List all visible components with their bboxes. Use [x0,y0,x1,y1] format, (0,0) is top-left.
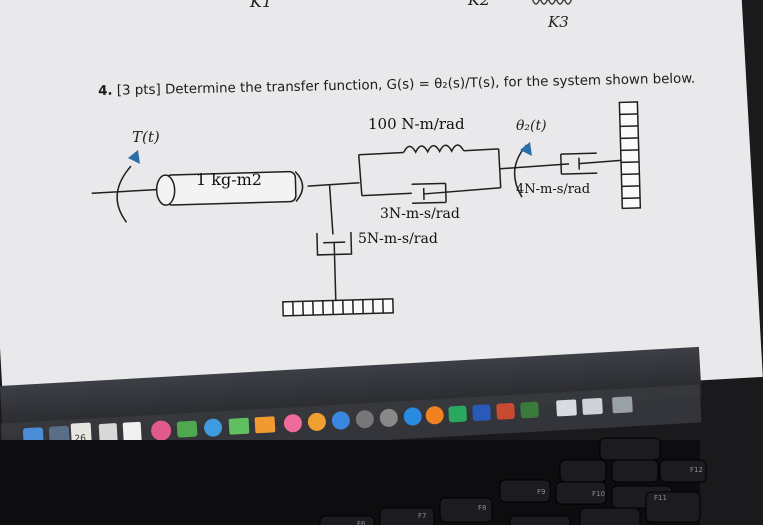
time-machine-icon [379,408,398,427]
f12-label: F12 [690,466,703,474]
key-escape [599,437,661,461]
parallel-damper-label: 3N-m-s/rad [380,206,460,222]
f8-label: F8 [478,504,486,512]
ground-block [282,298,394,317]
key-plus [645,491,701,523]
f6-label: F6 [357,520,366,525]
output-shaft [500,163,570,170]
itunes-icon [283,414,302,433]
f10-label: F10 [592,490,605,498]
excel-icon [520,401,539,419]
ground-damper-label: 5N-m-s/rad [358,231,438,247]
k1-label: K1 [250,0,273,11]
torque-label: T(t) [132,128,160,146]
ground-damper-rod [333,242,337,301]
key-minus [579,507,641,525]
keynote-icon [254,416,276,434]
previous-problem-fragment: K1 [250,0,272,11]
facetime-icon [204,418,223,437]
trash-icon [612,396,633,414]
firefox-icon [425,406,444,425]
safari-icon [403,407,422,426]
numbers-icon [228,417,250,435]
calendar-day: 26 [74,434,86,445]
key-f10 [555,481,607,505]
spotify-icon [448,405,467,423]
spring-right-lead [463,148,499,152]
previous-problem-fragment-2: K2 [468,0,490,9]
angle-arrow-head [520,142,532,156]
f7-label: F7 [418,512,426,520]
key-zero [509,515,571,525]
torque-arrow-arc [116,165,132,223]
folder-icon [556,399,577,417]
key-f11-top [611,459,659,483]
input-shaft [91,188,166,194]
angle-label: θ₂(t) [516,118,547,134]
parallel-right-bar [497,148,502,188]
photos-icon [151,420,172,441]
parallel-left-bar [357,154,363,196]
k2-label: K2 [468,0,490,9]
shaft-segment [307,181,360,187]
preferences-icon [355,410,374,429]
wall-damper-rod [579,159,622,165]
downloads-icon [582,398,603,415]
key-f6 [319,515,375,525]
appstore-icon [331,411,350,430]
spring-left-lead [358,151,404,156]
wall-damper-label: 4N-m-s/rad [516,182,591,197]
previous-problem-fragment-3: K3 [548,12,569,31]
key-f12 [559,459,607,483]
wall [618,101,642,210]
word-icon [472,404,491,421]
torque-arrow-head [128,150,140,164]
k3-spring-fragment [532,0,572,5]
key-volume [659,459,707,483]
inertia-label: 1 kg-m2 [196,170,262,189]
parallel-damper-rod [423,187,501,195]
parallel-damper-left-lead [361,192,412,197]
key-f9 [499,479,551,503]
calendar-icon [70,422,92,446]
k3-label: K3 [548,13,569,31]
f11-label: F11 [654,494,667,502]
spring-coil [403,144,465,154]
messages-icon [176,420,198,438]
ground-damper-link [328,185,334,235]
spring-label: 100 N-m/rad [368,115,465,133]
notes-icon [98,423,118,444]
inertia-right-end [294,170,304,203]
key-f8 [439,497,493,523]
inertia-end-cap [155,174,176,206]
rotational-system-diagram [91,101,642,317]
ibooks-icon [307,412,326,431]
f9-label: F9 [537,488,545,496]
powerpoint-icon [496,402,515,420]
key-f7 [379,507,435,525]
keyboard-keys: F6 F7 F8 F9 F10 F11 F12 [319,437,707,525]
wall-damper-cup [560,152,598,175]
reminders-icon [122,421,142,443]
